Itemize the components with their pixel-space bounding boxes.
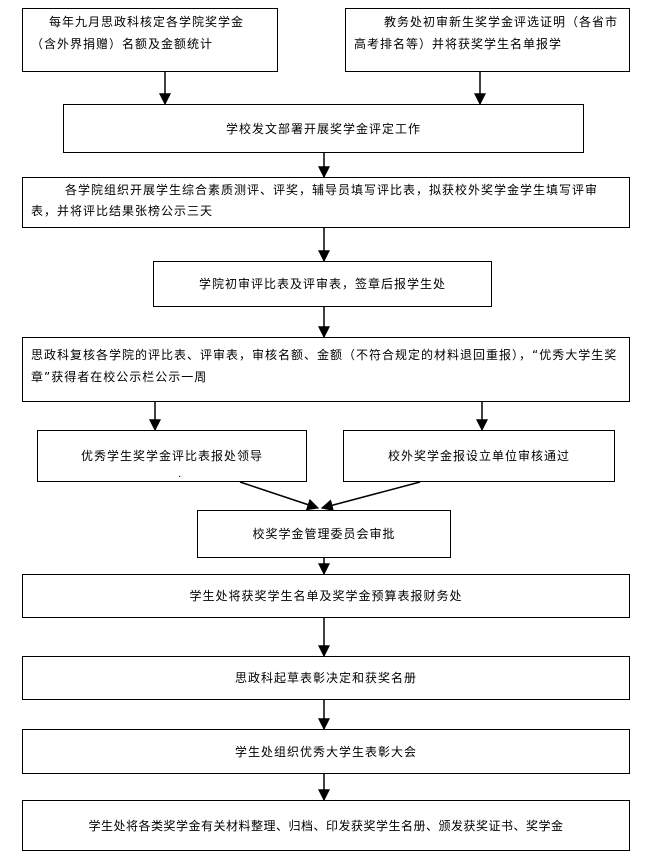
node-top-right-text: 教务处初审新生奖学金评选证明（各省市高考排名等）并将获奖学生名单报学 xyxy=(354,15,619,51)
faint-mark: · xyxy=(178,472,182,483)
node-top-right: 教务处初审新生奖学金评选证明（各省市高考排名等）并将获奖学生名单报学 xyxy=(345,8,630,72)
node-leader: 优秀学生奖学金评比表报处领导 xyxy=(37,430,307,482)
node-top-left: 每年九月思政科核定各学院奖学金（含外界捐赠）名额及金额统计 xyxy=(22,8,278,72)
node-college-text: 各学院组织开展学生综合素质测评、评奖，辅导员填写评比表，拟获校外奖学金学生填写评… xyxy=(31,183,599,218)
node-decision: 思政科起草表彰决定和获奖名册 xyxy=(22,656,630,700)
node-leader-text: 优秀学生奖学金评比表报处领导 xyxy=(80,449,263,463)
node-outside-text: 校外奖学金报设立单位审核通过 xyxy=(387,449,570,463)
node-political-review-text: 思政科复核各学院的评比表、评审表，审核名额、金额（不符合规定的材料退回重报），“… xyxy=(31,348,618,384)
node-finance: 学生处将获奖学生名单及奖学金预算表报财务处 xyxy=(22,574,630,618)
node-ceremony-text: 学生处组织优秀大学生表彰大会 xyxy=(234,744,417,759)
node-top-left-text: 每年九月思政科核定各学院奖学金（含外界捐赠）名额及金额统计 xyxy=(31,15,245,51)
node-school-text: 学校发文部署开展奖学金评定工作 xyxy=(225,121,421,136)
node-archive: 学生处将各类奖学金有关材料整理、归档、印发获奖学生名册、颁发获奖证书、奖学金 xyxy=(22,800,630,851)
node-outside: 校外奖学金报设立单位审核通过 xyxy=(343,430,615,482)
node-political-review: 思政科复核各学院的评比表、评审表，审核名额、金额（不符合规定的材料退回重报），“… xyxy=(22,337,630,402)
node-ceremony: 学生处组织优秀大学生表彰大会 xyxy=(22,729,630,774)
arrow-leader-to-committee xyxy=(239,481,320,511)
node-committee: 校奖学金管理委员会审批 xyxy=(197,510,451,558)
node-finance-text: 学生处将获奖学生名单及奖学金预算表报财务处 xyxy=(189,589,463,603)
node-committee-text: 校奖学金管理委员会审批 xyxy=(252,527,396,541)
node-school: 学校发文部署开展奖学金评定工作 xyxy=(63,104,584,153)
node-college: 各学院组织开展学生综合素质测评、评奖，辅导员填写评比表，拟获校外奖学金学生填写评… xyxy=(22,177,630,228)
node-decision-text: 思政科起草表彰决定和获奖名册 xyxy=(234,671,417,685)
node-college-review: 学院初审评比表及评审表，签章后报学生处 xyxy=(153,261,492,307)
node-archive-text: 学生处将各类奖学金有关材料整理、归档、印发获奖学生名册、颁发获奖证书、奖学金 xyxy=(88,818,564,833)
node-college-review-text: 学院初审评比表及评审表，签章后报学生处 xyxy=(198,277,446,291)
arrow-outside-to-committee xyxy=(320,481,421,512)
